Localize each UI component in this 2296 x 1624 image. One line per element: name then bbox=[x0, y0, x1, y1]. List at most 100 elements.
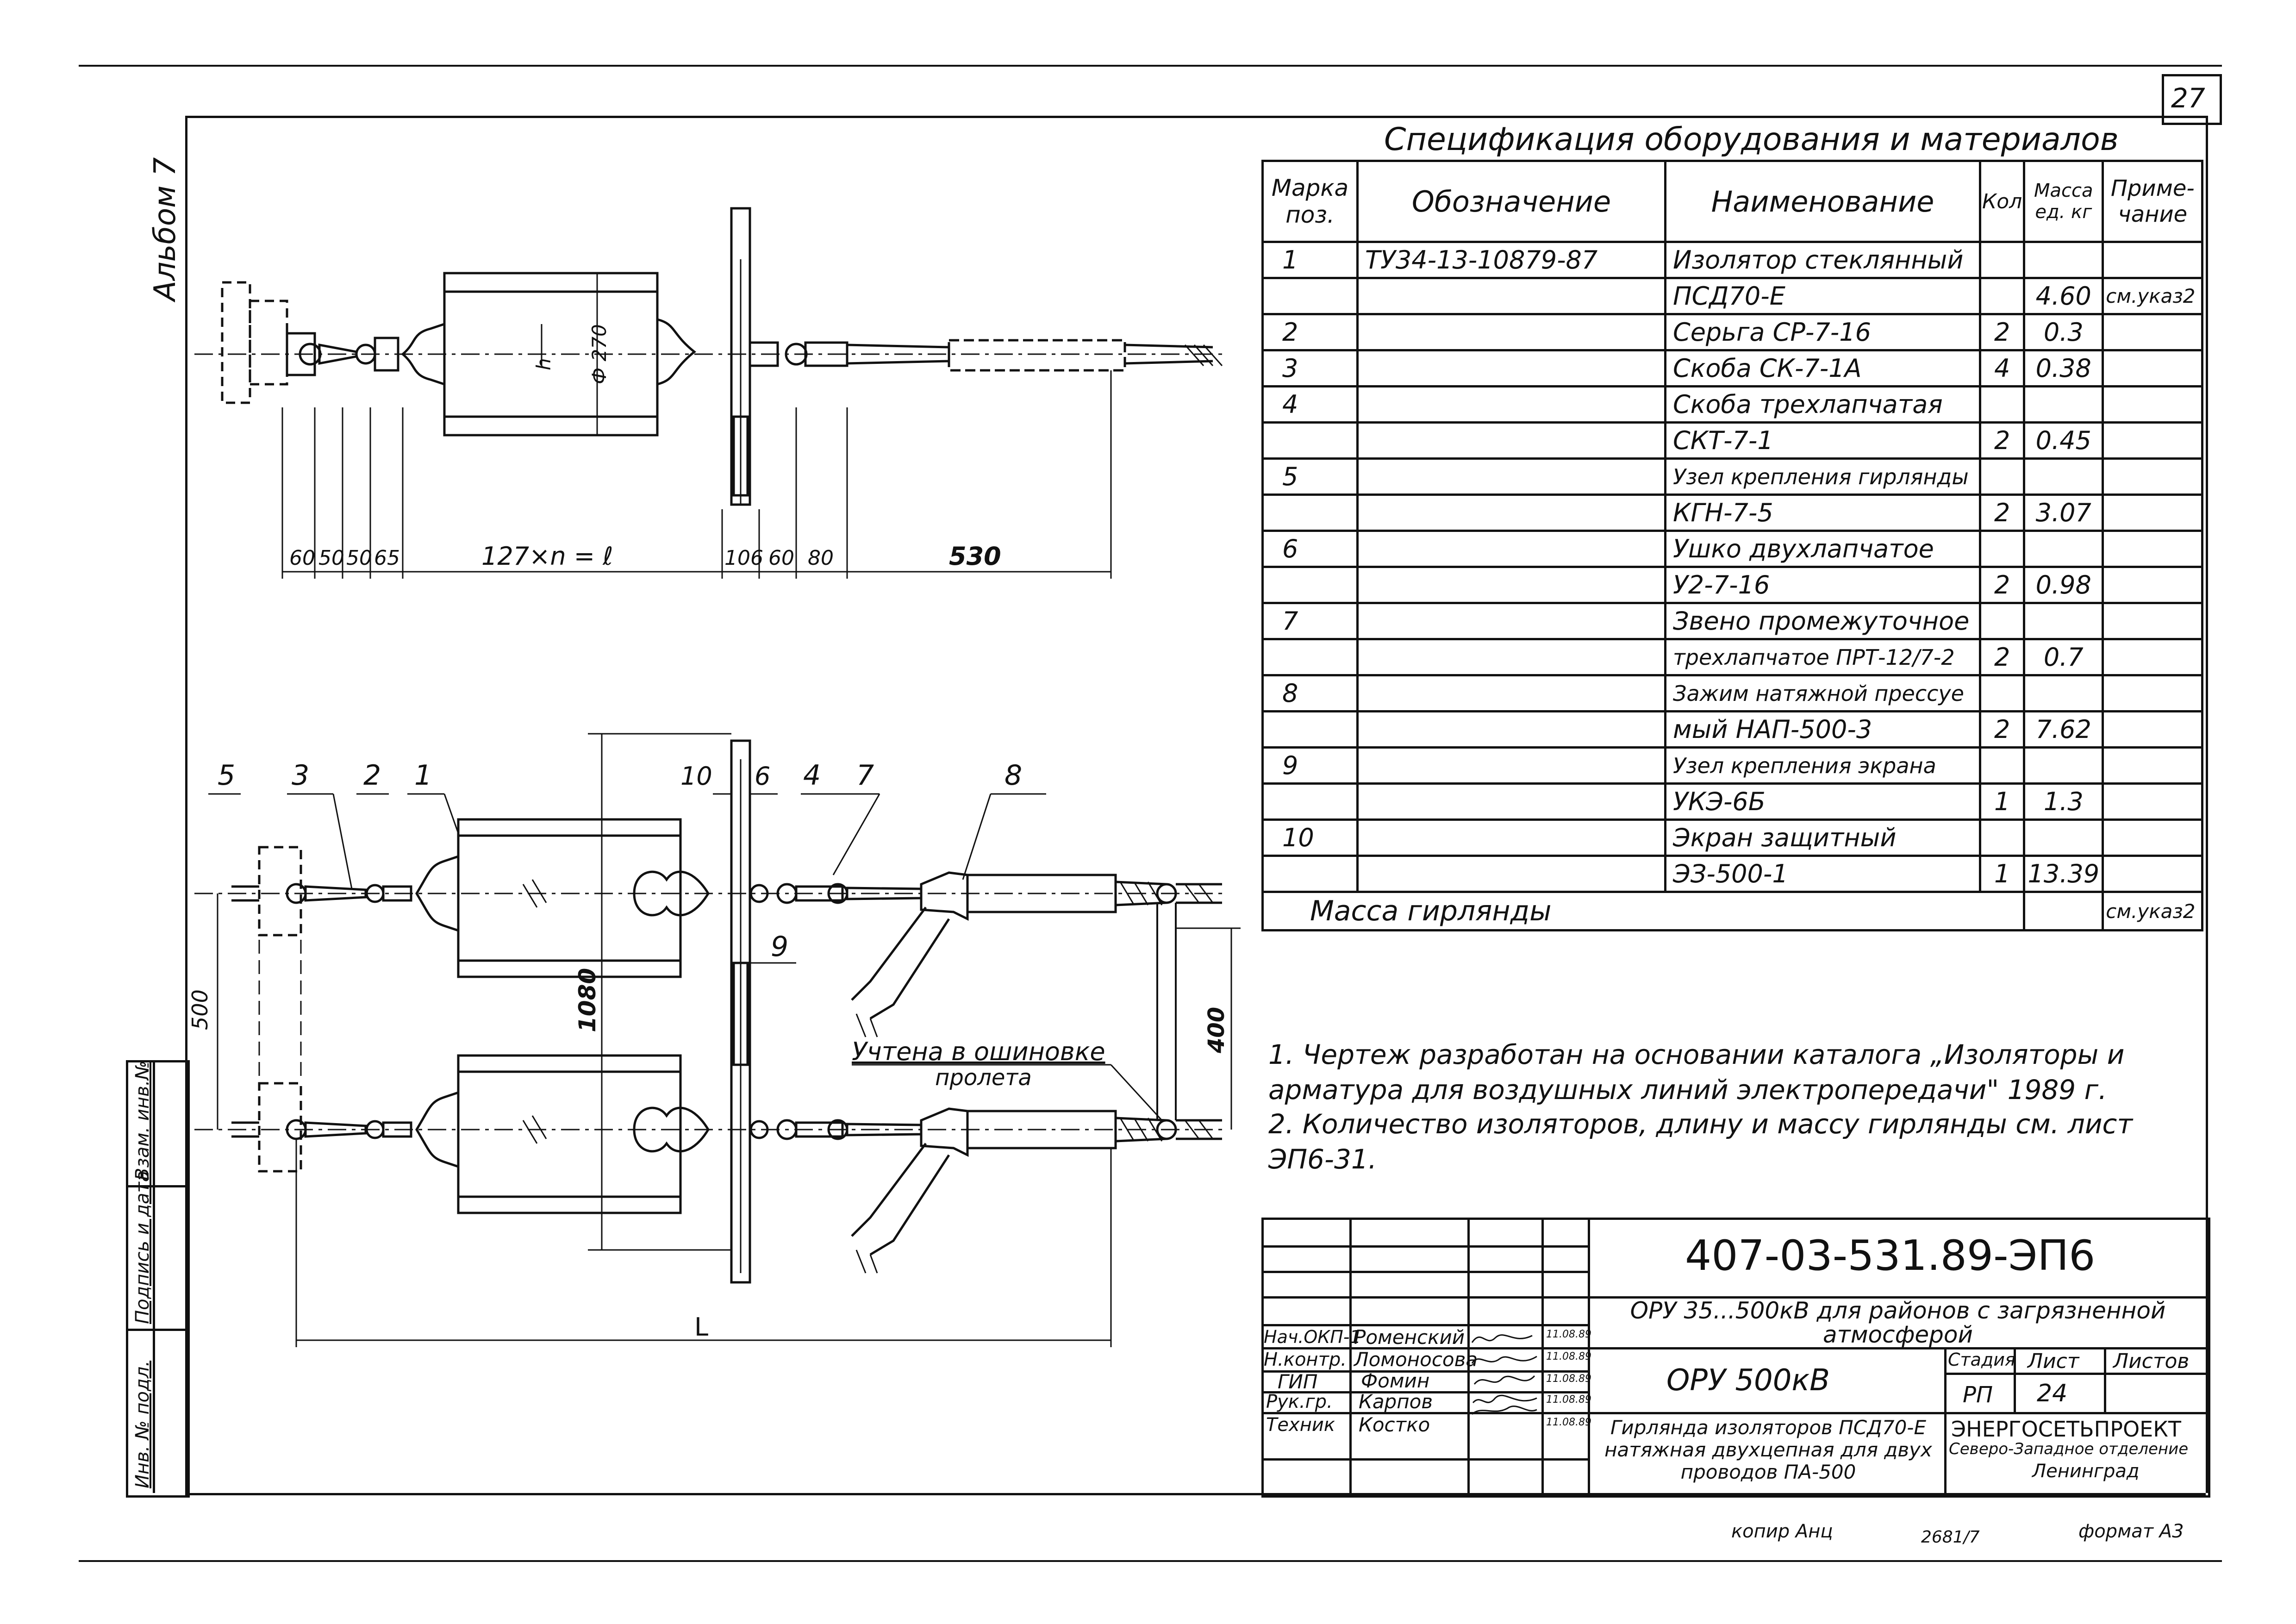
spec-cell-mass bbox=[2023, 746, 2104, 785]
spec-header-mass: Масса ед. кг bbox=[2023, 160, 2104, 243]
signer-role: ГИП bbox=[1278, 1370, 1318, 1393]
spec-cell-designation bbox=[1356, 638, 1666, 676]
sheet-corner-number: 27 bbox=[2171, 82, 2205, 114]
tb-org-line3: Ленинград bbox=[2032, 1461, 2140, 1482]
spec-cell-designation bbox=[1356, 782, 1666, 821]
spec-cell-qty: 2 bbox=[1978, 638, 2026, 676]
callout-6: 6 bbox=[755, 762, 771, 791]
tb-h3 bbox=[1261, 1296, 2206, 1299]
spec-cell-designation bbox=[1356, 818, 1666, 857]
tb-org-line1: ЭНЕРГОСЕТЬПРОЕКТ bbox=[1951, 1417, 2181, 1442]
spec-cell-mark bbox=[1261, 782, 1359, 821]
signer-role: Техник bbox=[1266, 1414, 1335, 1436]
footer-number: 2681/7 bbox=[1921, 1528, 1980, 1547]
spec-cell-note bbox=[2102, 782, 2204, 821]
spec-cell-mass bbox=[2023, 602, 2104, 640]
spec-cell-name: Ушко двухлапчатое bbox=[1664, 530, 1981, 568]
spec-cell-qty: 4 bbox=[1978, 349, 2026, 387]
tb-stage: РП bbox=[1963, 1382, 1993, 1408]
spec-cell-mark: 3 bbox=[1261, 349, 1359, 387]
spec-cell-mark bbox=[1261, 421, 1359, 460]
spec-cell-mass: 0.98 bbox=[2023, 566, 2104, 604]
callout-7: 7 bbox=[856, 759, 874, 792]
spec-cell-qty: 2 bbox=[1978, 421, 2026, 460]
dim-h: h bbox=[532, 358, 555, 370]
spec-header-designation: Обозначение bbox=[1356, 160, 1666, 243]
spec-cell-designation bbox=[1356, 566, 1666, 604]
spec-cell-mass: 3.07 bbox=[2023, 493, 2104, 532]
spec-cell-note bbox=[2102, 385, 2204, 424]
spec-cell-designation bbox=[1356, 421, 1666, 460]
side-stamp-box bbox=[126, 1060, 190, 1498]
callout-10: 10 bbox=[680, 762, 712, 791]
lower-chain bbox=[194, 1054, 1222, 1274]
spec-cell-mass: 0.38 bbox=[2023, 349, 2104, 387]
frame-top-line bbox=[185, 116, 2206, 118]
top-border-line bbox=[79, 65, 2222, 67]
spec-cell-name: мый НАП-500-3 bbox=[1664, 710, 1981, 749]
spec-cell-note bbox=[2102, 457, 2204, 496]
spec-cell-note bbox=[2102, 746, 2204, 785]
spec-cell-name: УКЭ-6Б bbox=[1664, 782, 1981, 821]
spec-cell-mass: 0.45 bbox=[2023, 421, 2104, 460]
signer-name: Костко bbox=[1359, 1413, 1430, 1436]
spec-cell-qty: 1 bbox=[1978, 782, 2026, 821]
spec-cell-note bbox=[2102, 855, 2204, 893]
signer-date: 11.08.89 bbox=[1546, 1329, 1591, 1340]
spec-cell-name: Серьга СР-7-16 bbox=[1664, 313, 1981, 351]
dim-530: 530 bbox=[949, 542, 1001, 571]
side-view bbox=[194, 207, 1227, 579]
spec-cell-designation bbox=[1356, 710, 1666, 749]
spec-cell-name: трехлапчатое ПРТ-12/7-2 bbox=[1664, 638, 1981, 676]
tb-h2 bbox=[1261, 1271, 1588, 1273]
tb-drawing-title: Гирлянда изоляторов ПСД70-Е натяжная дву… bbox=[1592, 1417, 1944, 1483]
dim-L: L bbox=[694, 1312, 709, 1342]
spec-cell-designation bbox=[1356, 602, 1666, 640]
note-2-text: 2. Количество изоляторов, длину и массу … bbox=[1268, 1108, 2133, 1175]
spec-cell-mark: 4 bbox=[1261, 385, 1359, 424]
side-stamp-div1 bbox=[126, 1185, 185, 1187]
spec-cell-qty bbox=[1978, 457, 2026, 496]
spec-cell-mark bbox=[1261, 638, 1359, 676]
spec-cell-qty bbox=[1978, 602, 2026, 640]
tb-h10 bbox=[1944, 1373, 2206, 1375]
spec-cell-note bbox=[2102, 818, 2204, 857]
spec-cell-note bbox=[2102, 421, 2204, 460]
spec-total-note: см.указ2 bbox=[2102, 891, 2204, 931]
signer-date: 11.08.89 bbox=[1546, 1373, 1591, 1385]
signer-name: Фомин bbox=[1361, 1369, 1430, 1392]
dim-50a: 50 bbox=[318, 546, 344, 570]
tb-object: ОРУ 35...500кВ для районов с загрязненно… bbox=[1592, 1299, 2203, 1347]
note-2: 2. Количество изоляторов, длину и массу … bbox=[1268, 1106, 2148, 1177]
side-stamp-div2 bbox=[126, 1329, 185, 1331]
callout-3: 3 bbox=[292, 759, 310, 792]
callout-9: 9 bbox=[771, 931, 789, 963]
dim-60a: 60 bbox=[289, 546, 315, 570]
tb-v6 bbox=[2014, 1347, 2016, 1412]
tb-v7 bbox=[2104, 1347, 2106, 1412]
spec-cell-name: Зажим натяжной прессуе bbox=[1664, 674, 1981, 712]
signer-name: Карпов bbox=[1359, 1390, 1433, 1413]
spec-cell-note bbox=[2102, 241, 2204, 279]
footer-copied: копир Анц bbox=[1731, 1521, 1833, 1542]
spec-cell-qty: 1 bbox=[1978, 855, 2026, 893]
spec-cell-qty: 2 bbox=[1978, 566, 2026, 604]
signer-date: 11.08.89 bbox=[1546, 1351, 1591, 1362]
spec-header-note: Приме- чание bbox=[2102, 160, 2204, 243]
signer-name: Роменский bbox=[1354, 1326, 1465, 1349]
spec-cell-name: Скоба СК-7-1А bbox=[1664, 349, 1981, 387]
spec-cell-designation bbox=[1356, 313, 1666, 351]
callout-5: 5 bbox=[218, 759, 236, 792]
note-1-text: 1. Чертеж разработан на основании катало… bbox=[1268, 1039, 2125, 1106]
tb-object-text: ОРУ 35...500кВ для районов с загрязненно… bbox=[1630, 1297, 2166, 1348]
spec-header-row: Марка поз. Обозначение Наименование Кол … bbox=[1261, 160, 2204, 243]
spec-cell-note bbox=[2102, 566, 2204, 604]
spec-cell-mass bbox=[2023, 241, 2104, 279]
tb-v3 bbox=[1541, 1218, 1544, 1493]
callout-1: 1 bbox=[414, 759, 432, 792]
